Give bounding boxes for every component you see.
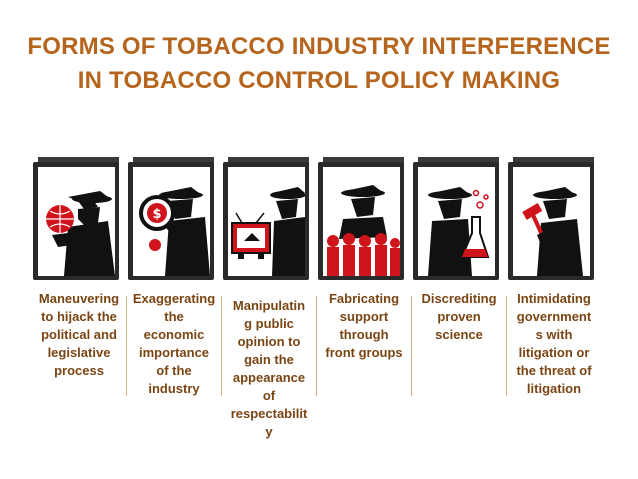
caption-line: of the bbox=[156, 363, 192, 378]
caption-maneuvering: Maneuvering to hijack the political and leg… bbox=[33, 290, 125, 380]
caption-line: the threat of bbox=[516, 363, 592, 378]
caption-line: industry bbox=[148, 381, 200, 396]
caption-line: support bbox=[339, 309, 389, 324]
title-line-1: FORMS OF TOBACCO INDUSTRY INTERFERENCE bbox=[27, 33, 611, 60]
page-title: FORMS OF TOBACCO INDUSTRY INTERFERENCE I… bbox=[0, 30, 638, 98]
panel-intimidating bbox=[508, 157, 600, 280]
caption-line: proven bbox=[437, 309, 481, 324]
divider bbox=[126, 296, 127, 396]
caption-line: government bbox=[516, 309, 592, 324]
caption-line: litigation bbox=[526, 381, 582, 396]
spy-with-gavel-icon bbox=[513, 167, 590, 276]
spy-with-globe-icon bbox=[38, 167, 115, 276]
caption-line: s with bbox=[535, 327, 573, 342]
caption-line: y bbox=[265, 424, 273, 439]
divider bbox=[411, 296, 412, 396]
caption-line: respectabilit bbox=[230, 406, 308, 421]
caption-line: legislative bbox=[47, 345, 111, 360]
caption-line: appearance bbox=[232, 370, 306, 385]
caption-line: economic bbox=[143, 327, 205, 342]
caption-line: importance bbox=[138, 345, 210, 360]
panel-discrediting bbox=[413, 157, 505, 280]
caption-intimidating: Intimidating government s with litigation o… bbox=[508, 290, 600, 398]
caption-line: to hijack the bbox=[41, 309, 117, 324]
panel-manipulating bbox=[223, 157, 315, 280]
caption-line: g public bbox=[244, 316, 294, 331]
divider bbox=[221, 296, 222, 396]
spy-with-flask-icon bbox=[418, 167, 495, 276]
caption-line: Exaggerating bbox=[132, 291, 216, 306]
spy-with-magnifier-icon: $ bbox=[133, 167, 210, 276]
caption-line: of bbox=[262, 388, 276, 403]
caption-line: opinion to bbox=[237, 334, 301, 349]
caption-discrediting: Discrediting proven science bbox=[413, 290, 505, 344]
spy-with-television-icon bbox=[228, 167, 305, 276]
panel-maneuvering bbox=[33, 157, 125, 280]
caption-fabricating: Fabricating support through front groups bbox=[318, 290, 410, 362]
caption-line: Fabricating bbox=[328, 291, 400, 306]
caption-line: Manipulatin bbox=[232, 298, 306, 313]
spy-with-crowd-icon bbox=[323, 167, 400, 276]
caption-line: gain the bbox=[244, 352, 294, 367]
caption-line: Maneuvering bbox=[38, 291, 120, 306]
caption-line: litigation or bbox=[518, 345, 590, 360]
caption-line: the bbox=[164, 309, 184, 324]
caption-manipulating: Manipulatin g public opinion to gain the app… bbox=[223, 297, 315, 441]
caption-line: Discrediting bbox=[421, 291, 497, 306]
divider bbox=[316, 296, 317, 396]
caption-exaggerating: Exaggerating the economic importance of the i… bbox=[128, 290, 220, 398]
panel-exaggerating: $ bbox=[128, 157, 220, 280]
panel-fabricating bbox=[318, 157, 410, 280]
svg-text:$: $ bbox=[152, 207, 161, 222]
divider bbox=[506, 296, 507, 396]
caption-line: front groups bbox=[325, 345, 403, 360]
caption-line: political and bbox=[41, 327, 117, 342]
caption-line: Intimidating bbox=[517, 291, 591, 306]
caption-line: through bbox=[339, 327, 389, 342]
title-line-2: IN TOBACCO CONTROL POLICY MAKING bbox=[77, 67, 561, 94]
caption-line: science bbox=[435, 327, 483, 342]
caption-line: process bbox=[54, 363, 104, 378]
